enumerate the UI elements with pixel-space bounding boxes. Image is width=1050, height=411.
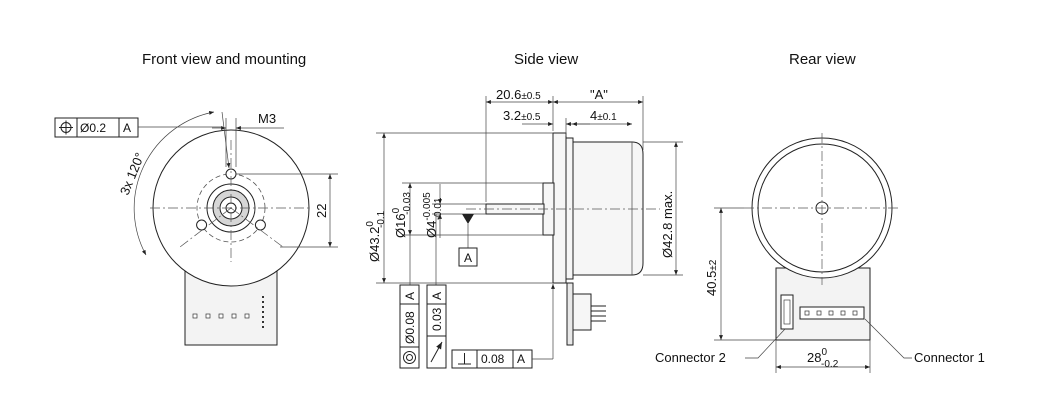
front-view: M3 Ø0.2 A 3x 120° 22	[54, 110, 338, 346]
position-tolerance-datum: A	[123, 121, 131, 135]
dim-shaft-length: 20.6±0.5	[496, 87, 541, 102]
connector-1-label: Connector 1	[914, 350, 985, 365]
runout-symbol-icon	[430, 341, 443, 363]
side-flange	[552, 132, 567, 284]
thread-label: M3	[258, 111, 276, 126]
angle-label: 3x 120°	[117, 150, 147, 197]
runout-datum: A	[430, 292, 444, 300]
perpendicularity-frame: 0.08 A	[451, 284, 555, 369]
position-tolerance-frame: Ø0.2 A	[54, 111, 231, 169]
rear-connector-1-pins	[804, 310, 858, 316]
side-connector-pins	[591, 305, 606, 322]
front-board-pin-row	[262, 296, 264, 328]
dim-a-label: "A"	[590, 87, 608, 102]
dia-shaft: Ø4-0.005-0.01	[422, 192, 444, 238]
rear-view-title: Rear view	[789, 51, 856, 68]
side-connector	[572, 293, 592, 331]
perpendicularity-datum: A	[517, 352, 525, 366]
runout-frame: A 0.03	[426, 284, 447, 369]
mounting-hole-right	[254, 219, 266, 231]
side-connector-board	[566, 282, 574, 346]
connector-2-label: Connector 2	[655, 350, 726, 365]
concentricity-frame: A Ø0.08	[399, 284, 420, 369]
concentricity-value: Ø0.08	[403, 311, 417, 344]
dia-body: Ø42.8 max.	[660, 191, 675, 258]
front-board-pads	[192, 313, 250, 319]
dia-pilot: Ø160-0.03	[391, 192, 413, 238]
side-view-title: Side view	[514, 51, 579, 68]
dim-body-step: 4±0.1	[590, 108, 617, 123]
datum-a-label: A	[464, 251, 472, 265]
rear-height-dim: 40.5±2	[704, 259, 719, 296]
front-view-title: Front view and mounting	[142, 51, 307, 68]
side-view: 20.6±0.5 "A" 3.2±0.5 4±0.1 Ø43.20-0.1 Ø1…	[365, 87, 683, 369]
datum-a-triangle-icon	[462, 214, 474, 224]
mounting-hole-left	[196, 219, 208, 231]
datum-a-box	[458, 247, 478, 267]
dim-flange-thickness: 3.2±0.5	[503, 108, 541, 123]
runout-value: 0.03	[430, 307, 444, 331]
concentricity-symbol-icon	[403, 351, 416, 364]
position-tolerance-value: Ø0.2	[80, 121, 106, 135]
side-motor-body	[570, 141, 644, 276]
height-dim-label: 22	[314, 204, 329, 218]
concentricity-datum: A	[403, 292, 417, 300]
rear-width-dim: 280-0.2	[807, 347, 839, 370]
rear-view: 40.5±2 280-0.2 Connector 2 Connector 1	[655, 133, 985, 373]
perpendicularity-value: 0.08	[481, 352, 505, 366]
dia-flange: Ø43.20-0.1	[365, 210, 387, 262]
